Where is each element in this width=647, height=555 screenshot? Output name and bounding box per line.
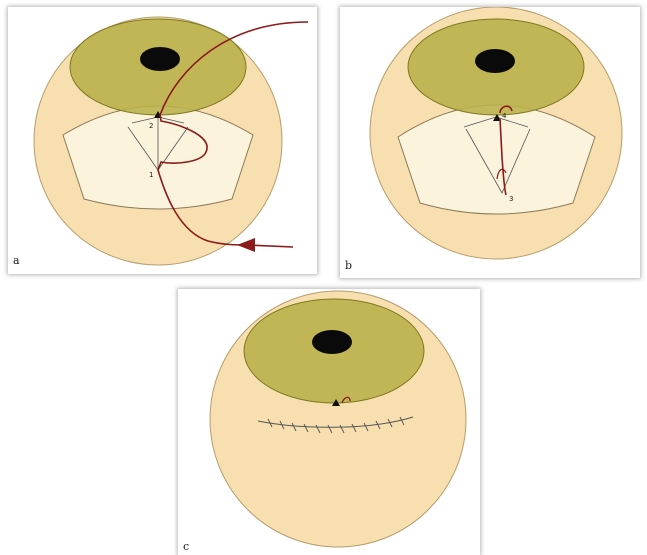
point-label-1: 1	[149, 171, 153, 179]
panel-b: 4 3 b	[340, 7, 640, 278]
scleral-flap	[398, 105, 595, 214]
panel-label-b: b	[345, 260, 352, 271]
point-label-2: 2	[149, 122, 153, 130]
panel-label-c: c	[183, 541, 189, 552]
panel-a: 2 1 a	[8, 7, 317, 274]
eye-diagram-a: 2 1	[8, 7, 317, 274]
panel-label-a: a	[13, 255, 20, 266]
pupil	[475, 49, 515, 73]
point-label-4: 4	[502, 112, 507, 120]
eye-diagram-b: 4 3	[340, 7, 640, 278]
arrow-head	[237, 238, 255, 252]
point-label-3: 3	[509, 195, 513, 203]
panel-c: c	[178, 289, 480, 555]
pupil	[140, 47, 180, 71]
pupil	[312, 330, 352, 354]
eye-diagram-c	[178, 289, 480, 555]
